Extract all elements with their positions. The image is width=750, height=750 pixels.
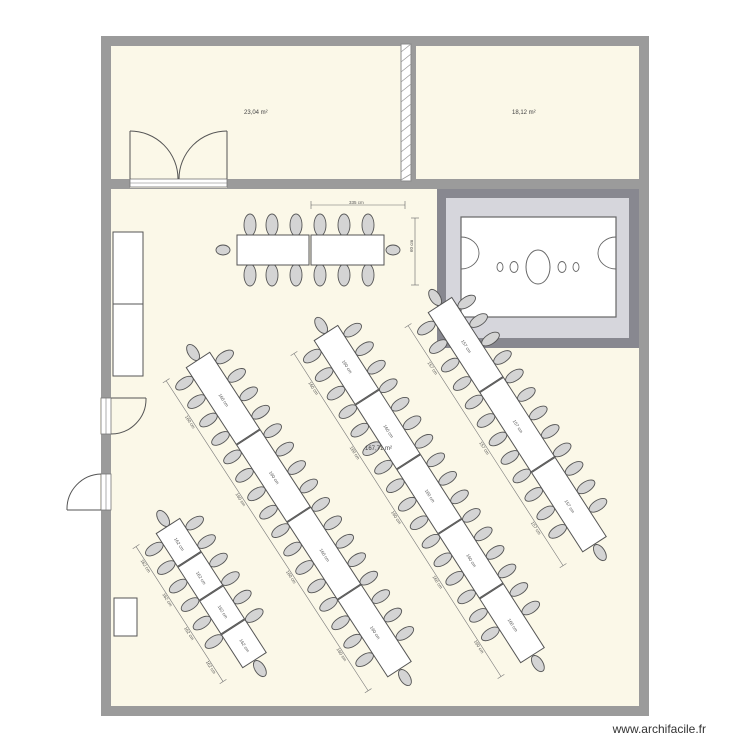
main-room-area: 167,71 m²: [365, 446, 392, 452]
dimension-tick: [497, 674, 505, 679]
dimension-line: [135, 546, 224, 682]
dimension-line: [165, 380, 369, 691]
table-segment: [427, 296, 504, 393]
table-segment: [354, 389, 421, 470]
dimension-tick: [290, 351, 298, 356]
top-right-room-floor: [416, 46, 639, 179]
table-segment: [177, 551, 224, 601]
table-segment: [236, 429, 311, 523]
chair: [530, 655, 545, 673]
wall-cabinet: [112, 231, 144, 377]
table-segment: [479, 583, 545, 664]
partition-hatched-wall: [400, 43, 412, 182]
dimension-line: [407, 325, 564, 566]
table-segment: [185, 351, 261, 445]
dimension-line: [293, 353, 502, 677]
watermark: www.archifacile.fr: [612, 722, 706, 736]
table-segment: [530, 456, 607, 553]
table-segment: [313, 324, 380, 406]
table-segment: [155, 517, 202, 568]
double-door: [129, 130, 228, 188]
table-segment: [396, 453, 463, 535]
left-door-2: [66, 473, 112, 511]
table-segment: [286, 506, 362, 600]
chair: [398, 669, 412, 687]
top-table-length: 335 cm: [349, 200, 364, 205]
table-segment: [199, 585, 246, 635]
chair: [252, 660, 267, 678]
table-segment: [337, 584, 412, 678]
small-cabinet: [113, 597, 138, 637]
top-table-group: 335 cm 60 cm: [215, 200, 419, 287]
dimension-tick: [162, 378, 170, 384]
dimension-tick: [219, 679, 227, 685]
dimension-tick: [404, 323, 412, 329]
chair: [592, 544, 607, 562]
top-left-room-floor: [111, 46, 406, 179]
table-segment: [479, 376, 556, 473]
dimension-tick: [364, 688, 372, 694]
left-door-1: [100, 397, 147, 435]
table-segment: [437, 518, 504, 599]
rug: [437, 189, 639, 348]
dimension-tick: [132, 544, 140, 550]
top-left-room-area: 23,04 m²: [244, 110, 268, 116]
table-segment: [220, 618, 267, 669]
dimension-tick: [559, 563, 567, 569]
top-table-width: 60 cm: [409, 239, 414, 252]
top-right-room-area: 18,12 m²: [512, 110, 536, 116]
